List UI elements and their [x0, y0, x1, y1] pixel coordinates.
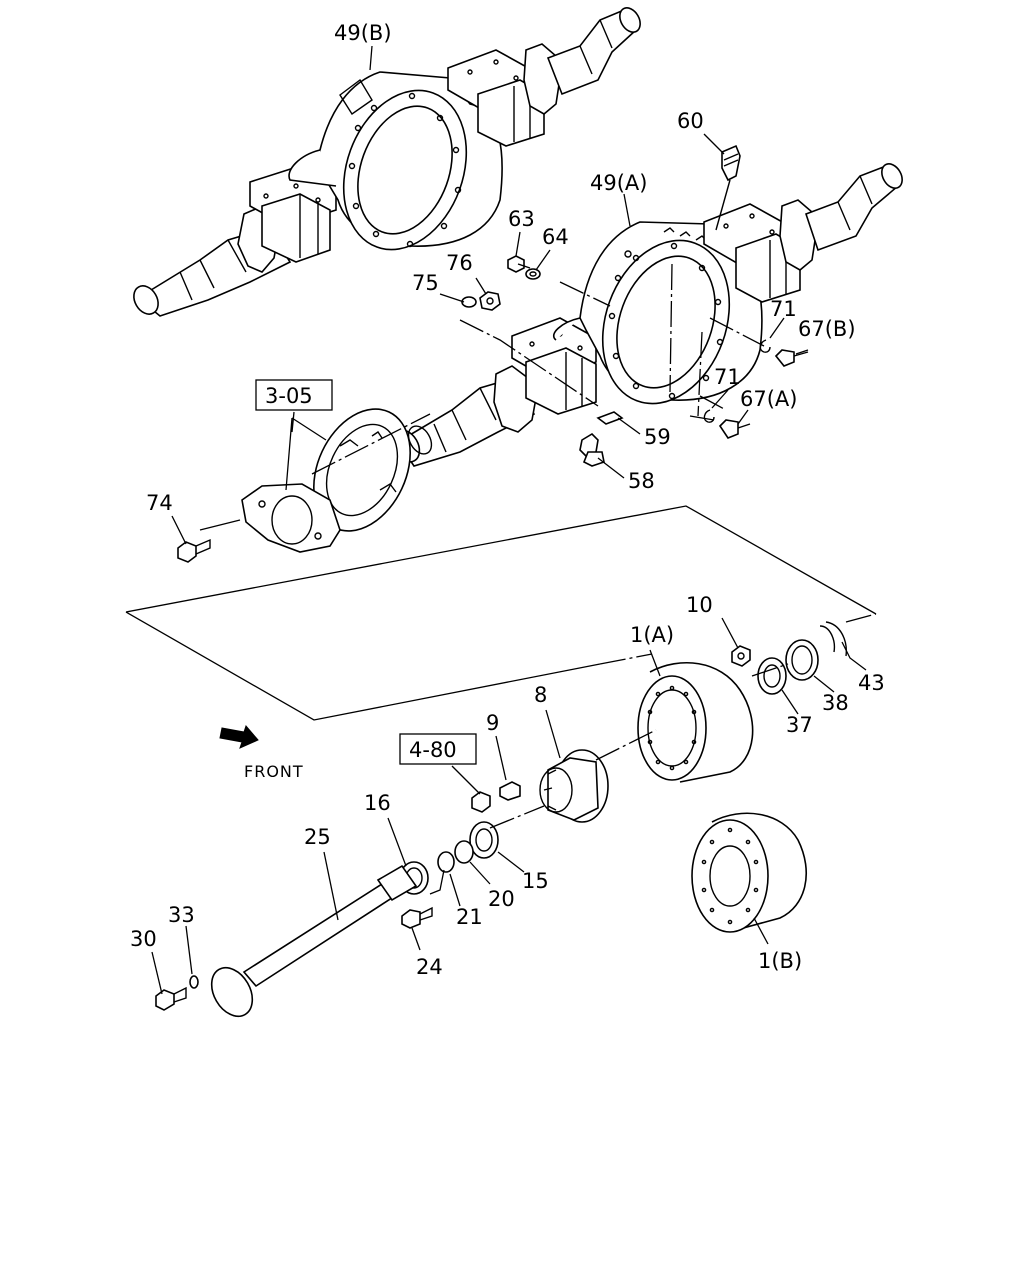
label-24: 24 [416, 955, 443, 979]
lock-washer-21 [437, 851, 455, 873]
label-67a: 67(A) [740, 387, 797, 411]
ref-box-4-80-label: 4-80 [409, 738, 457, 762]
front-arrow-icon [219, 725, 259, 749]
bolt-63 [507, 255, 531, 273]
label-30: 30 [130, 927, 157, 951]
washer-64 [525, 268, 541, 280]
label-67b: 67(B) [798, 317, 856, 341]
brake-backing-plate [313, 408, 411, 532]
assembly-outline [125, 263, 877, 895]
label-49b: 49(B) [334, 21, 392, 45]
label-9: 9 [486, 711, 499, 735]
label-1b: 1(B) [758, 949, 802, 973]
label-38: 38 [822, 691, 849, 715]
label-75: 75 [412, 271, 439, 295]
ref-box-3-05-label: 3-05 [265, 384, 313, 408]
label-60: 60 [677, 109, 704, 133]
nut-76 [479, 291, 501, 311]
label-58: 58 [628, 469, 655, 493]
label-25: 25 [304, 825, 331, 849]
lock-nut-20 [454, 840, 474, 864]
nut-4-80 [471, 791, 491, 813]
stud-9 [499, 781, 521, 801]
bearing-15 [469, 821, 499, 859]
ref-box-3-05: 3-05 [255, 379, 333, 411]
brake-drum-b [691, 812, 807, 933]
brake-drum-a [637, 661, 754, 783]
label-71-upper: 71 [770, 297, 797, 321]
brake-anchor-bracket [241, 483, 341, 553]
bolt-74 [177, 538, 211, 563]
label-37: 37 [786, 713, 813, 737]
ref-box-4-80: 4-80 [399, 733, 477, 765]
label-43: 43 [858, 671, 885, 695]
snap-ring-71-upper [759, 339, 771, 353]
wheel-hub-8 [539, 749, 609, 823]
washer-75 [461, 296, 477, 308]
nut-10 [731, 645, 751, 667]
bolt-67a [718, 419, 751, 439]
fitting-58 [579, 432, 605, 467]
washer-33 [189, 975, 199, 989]
label-10: 10 [686, 593, 713, 617]
label-33: 33 [168, 903, 195, 927]
label-49a: 49(A) [590, 171, 647, 195]
label-8: 8 [534, 683, 547, 707]
label-63: 63 [508, 207, 535, 231]
part-labels: 49(B) 60 49(A) 63 64 76 75 71 67(B) 71 6… [130, 21, 885, 979]
front-label: FRONT [244, 762, 304, 781]
plug-59 [596, 411, 624, 425]
bearing-37 [757, 657, 787, 695]
label-74: 74 [146, 491, 173, 515]
label-20: 20 [488, 887, 515, 911]
leader-lines [151, 45, 867, 995]
breather-60 [715, 144, 741, 231]
snap-ring-43 [819, 621, 847, 657]
bolt-30 [155, 986, 187, 1011]
bolt-67b [774, 349, 809, 367]
axle-housing-b [133, 7, 641, 317]
label-64: 64 [542, 225, 569, 249]
oil-seal-38 [785, 639, 819, 681]
label-76: 76 [446, 251, 473, 275]
label-1a: 1(A) [630, 623, 674, 647]
label-15: 15 [522, 869, 549, 893]
axle-shaft-25 [210, 864, 418, 1018]
label-59: 59 [644, 425, 671, 449]
label-71-lower: 71 [714, 365, 741, 389]
label-21: 21 [456, 905, 483, 929]
bolt-24 [401, 906, 433, 929]
label-16: 16 [364, 791, 391, 815]
